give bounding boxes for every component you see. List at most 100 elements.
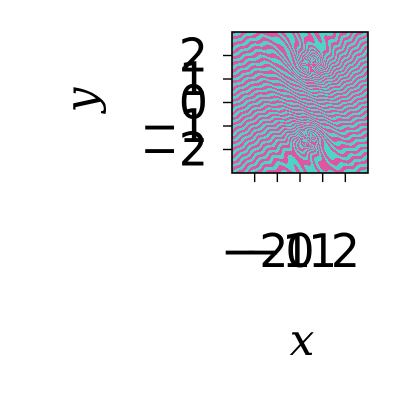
heatmap-cell (289, 141, 292, 143)
heatmap-cell (300, 61, 304, 63)
heatmap-cell (236, 152, 241, 154)
heatmap-cell (356, 105, 360, 107)
heatmap-cell (303, 68, 305, 70)
heatmap-cell (267, 152, 273, 154)
heatmap-cell (342, 42, 345, 44)
heatmap-cell (312, 147, 315, 149)
heatmap-cell (329, 60, 333, 62)
heatmap-cell (292, 171, 297, 173)
heatmap-cell (322, 112, 326, 114)
heatmap-cell (299, 69, 302, 71)
heatmap-cell (254, 148, 261, 150)
heatmap-cell (258, 143, 262, 145)
heatmap-cell (308, 35, 313, 37)
heatmap-cell (248, 146, 253, 148)
heatmap-cell (310, 108, 320, 110)
heatmap-cell (322, 80, 326, 82)
heatmap-cell (261, 38, 269, 40)
heatmap-cell (286, 42, 289, 44)
heatmap-cell (360, 126, 368, 128)
heatmap-cell (340, 162, 344, 164)
heatmap-cell (237, 159, 241, 161)
heatmap-cell (328, 55, 333, 57)
heatmap-cell (256, 168, 262, 170)
heatmap-cell (322, 148, 325, 150)
heatmap-cell (241, 56, 246, 58)
heatmap-cell (305, 129, 309, 131)
heatmap-cell (300, 165, 305, 167)
heatmap-cell (316, 52, 319, 54)
heatmap-cell (349, 52, 353, 54)
heatmap-cell (322, 147, 325, 149)
heatmap-cell (311, 153, 318, 155)
heatmap-cell (295, 112, 307, 114)
heatmap-cell (319, 150, 321, 152)
heatmap-cell (294, 36, 297, 38)
heatmap-cell (322, 42, 327, 44)
heatmap-cell (237, 108, 246, 110)
heatmap-cell (323, 111, 347, 113)
heatmap-cell (295, 72, 298, 74)
heatmap-cell (317, 57, 319, 59)
heatmap-cell (303, 57, 305, 59)
heatmap-cell (313, 161, 316, 163)
heatmap-cell (297, 151, 300, 153)
heatmap-cell (356, 122, 368, 124)
heatmap-cell (250, 159, 255, 161)
heatmap-cell (300, 52, 303, 54)
heatmap-cell (329, 67, 331, 69)
heatmap-cell (232, 165, 238, 167)
heatmap-cell (262, 125, 267, 127)
heatmap-cell (325, 159, 329, 161)
heatmap-cell (245, 108, 250, 110)
heatmap-cell (341, 126, 357, 128)
heatmap-cell (316, 151, 318, 153)
heatmap-cell (348, 154, 363, 156)
heatmap-cell (327, 158, 331, 160)
heatmap-cell (254, 116, 259, 118)
heatmap-cell (353, 74, 360, 76)
heatmap-cell (248, 140, 255, 142)
heatmap-cell (307, 142, 310, 144)
heatmap-cell (285, 71, 290, 73)
heatmap-cell (242, 43, 249, 45)
heatmap-cell (358, 128, 364, 130)
heatmap-cell (271, 90, 278, 92)
heatmap-cell (287, 62, 290, 64)
heatmap-cell (252, 146, 260, 148)
heatmap-cell (348, 101, 354, 103)
heatmap-cell (245, 81, 252, 83)
heatmap-cell (319, 50, 325, 52)
heatmap-cell (288, 44, 290, 46)
heatmap-cell (312, 140, 317, 142)
heatmap-cell (261, 132, 267, 134)
heatmap-cell (270, 90, 272, 92)
heatmap-cell (321, 60, 323, 62)
heatmap-cell (347, 63, 353, 65)
heatmap-cell (315, 71, 317, 73)
heatmap-cell (272, 86, 283, 88)
heatmap-cell (318, 51, 321, 53)
heatmap-cell (258, 162, 263, 164)
heatmap-cell (271, 138, 275, 140)
heatmap-cell (317, 66, 319, 68)
heatmap-cell (249, 137, 254, 139)
heatmap-cell (237, 126, 245, 128)
heatmap-cell (315, 41, 320, 43)
heatmap-cell (243, 62, 248, 64)
heatmap-cell (347, 69, 351, 71)
heatmap-cell (254, 136, 258, 138)
heatmap-cell (262, 68, 264, 70)
heatmap-cell (244, 163, 248, 165)
heatmap-cell (285, 65, 288, 67)
heatmap-cell (312, 131, 315, 133)
heatmap-cell (264, 136, 270, 138)
heatmap-cell (294, 47, 298, 49)
heatmap-cell (305, 86, 308, 88)
heatmap-cell (301, 60, 305, 62)
heatmap-cell (301, 41, 303, 43)
heatmap-cell (278, 145, 283, 147)
heatmap-cell (334, 144, 342, 146)
heatmap-cell (283, 98, 294, 100)
heatmap-cell (338, 36, 342, 38)
